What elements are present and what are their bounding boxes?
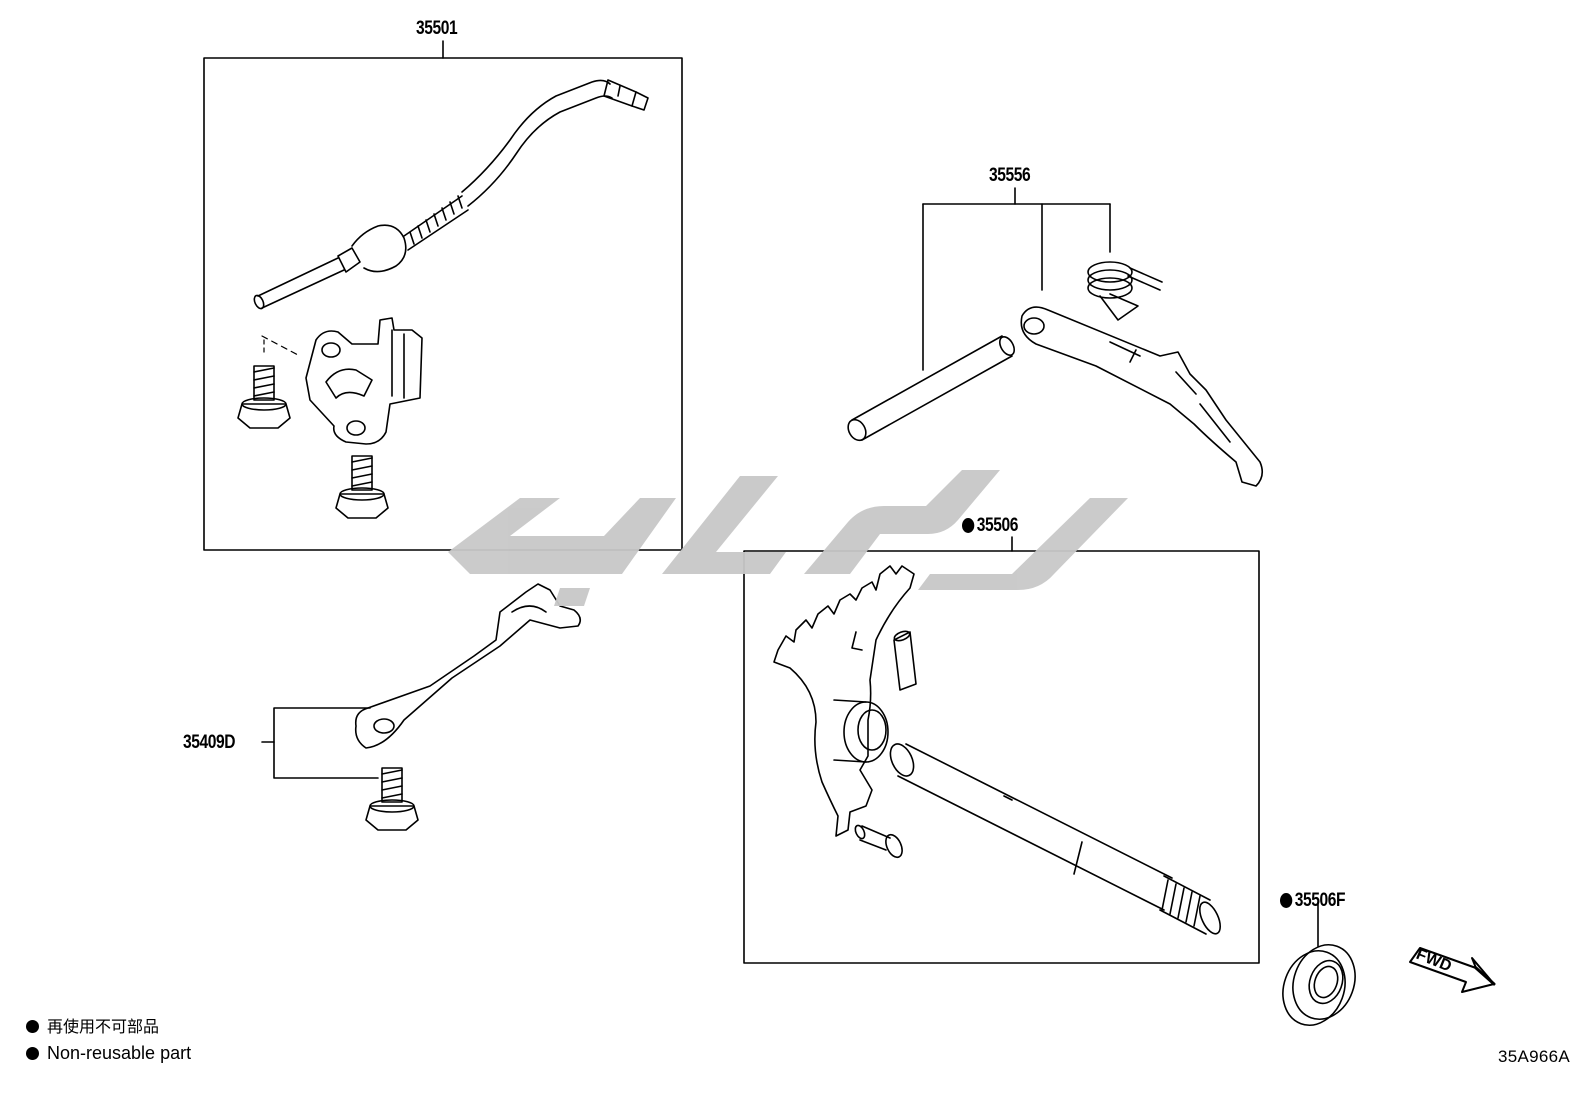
legend-line-en: Non-reusable part [26, 1044, 191, 1062]
legend-line-jp: 再使用不可部品 [26, 1017, 159, 1035]
part-label-35506F-text: 35506F [1294, 890, 1346, 911]
fwd-arrow-icon [1409, 947, 1496, 993]
control-link [354, 583, 582, 749]
part-label-35506-text: 35506 [976, 515, 1019, 536]
interlock-pin [854, 824, 903, 859]
shift-sector-gear [773, 565, 915, 837]
cable-assembly [253, 79, 649, 310]
bullet-dot-icon [26, 1047, 39, 1060]
roll-pin [893, 630, 917, 691]
shift-shaft-pin [847, 335, 1016, 442]
part-label-35556: 35556 [989, 165, 1031, 186]
non-reusable-dot-icon [962, 518, 975, 533]
torsion-spring [1087, 261, 1163, 321]
oil-seal-35506F [1282, 901, 1356, 1026]
part-label-35506: 35506 [962, 516, 1018, 535]
select-shaft [889, 743, 1222, 935]
bracket [305, 317, 423, 445]
bracket-lines-35556 [922, 187, 1111, 371]
assembly-box-35501 [203, 40, 683, 551]
bullet-dot-icon [26, 1020, 39, 1033]
diagram-code: 35A966A [1497, 1047, 1570, 1066]
part-label-35409D: 35409D [183, 732, 236, 753]
shift-lever [1020, 306, 1264, 487]
legend-text-jp: 再使用不可部品 [47, 1017, 160, 1036]
non-reusable-dot-icon [1280, 893, 1293, 908]
bolt-3 [365, 767, 419, 831]
part-label-35506F: 35506F [1280, 890, 1346, 911]
bracket-lines-35409D [261, 707, 379, 779]
bolt-2 [335, 455, 389, 519]
bolt-1 [237, 365, 291, 429]
part-label-35501: 35501 [416, 18, 458, 39]
legend-text-en: Non-reusable part [47, 1043, 192, 1063]
